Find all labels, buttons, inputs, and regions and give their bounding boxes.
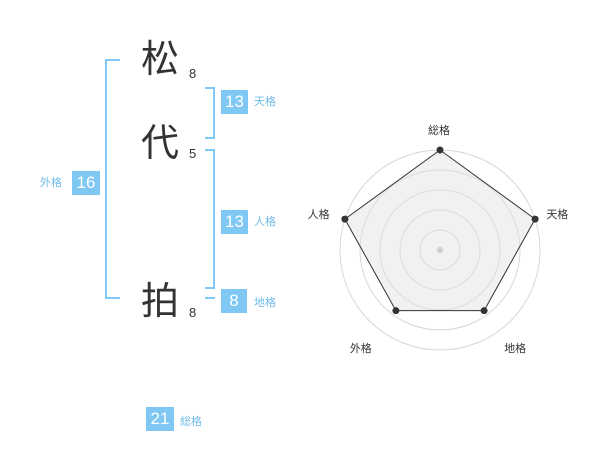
chikaku-label: 地格: [254, 296, 276, 309]
gaikaku-bracket: [105, 59, 120, 299]
name-char-1-strokes: 8: [189, 66, 197, 81]
jinkaku-label: 人格: [254, 215, 276, 228]
radar-point: [392, 307, 400, 315]
gaikaku-label: 外格: [40, 176, 62, 189]
radar-point: [341, 215, 349, 223]
tenkaku-value: 13: [221, 90, 248, 114]
name-char-2-strokes: 5: [189, 146, 197, 161]
radar-point: [436, 146, 444, 154]
radar-series-polygon: [344, 149, 536, 312]
name-char-3: 拍: [140, 279, 179, 323]
radar-point: [531, 215, 539, 223]
radar-ring: [379, 189, 501, 311]
soukaku-value: 21: [146, 407, 174, 431]
soukaku-label: 総格: [180, 415, 202, 428]
name-char-1: 松: [140, 37, 179, 81]
chikaku-value: 8: [221, 289, 247, 313]
name-char-3-strokes: 8: [189, 305, 197, 320]
radar-ring: [399, 209, 481, 291]
radar-ring: [419, 229, 461, 271]
radar-axis-label: 天格: [546, 208, 569, 222]
name-char-2: 代: [140, 121, 179, 165]
tenkaku-label: 天格: [254, 95, 276, 108]
radar-axis-label: 地格: [504, 341, 527, 355]
radar-ring: [359, 169, 521, 331]
jinkaku-value: 13: [221, 210, 248, 234]
radar-point: [480, 307, 488, 315]
gaikaku-value: 16: [72, 171, 100, 195]
radar-center-dot: [437, 247, 443, 253]
tenkaku-bracket: [205, 87, 215, 139]
radar-axis-label: 総格: [428, 124, 450, 137]
jinkaku-bracket: [205, 149, 215, 289]
radar-axis-label: 外格: [349, 341, 372, 355]
radar-axis-label: 人格: [307, 208, 330, 222]
